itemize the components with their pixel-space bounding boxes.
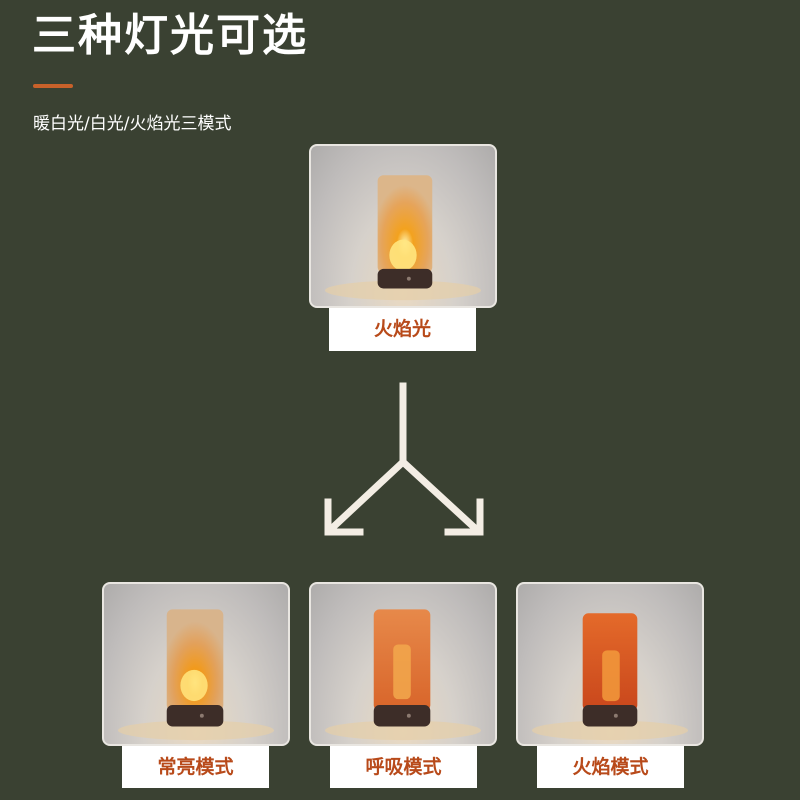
flame-mode-photo <box>516 582 704 746</box>
title-accent-bar <box>33 84 73 88</box>
arrow-stem-right <box>398 457 482 535</box>
flame-light-photo <box>309 144 497 308</box>
page-subtitle: 暖白光/白光/火焰光三模式 <box>33 114 232 134</box>
breathing-mode-label: 呼吸模式 <box>330 746 477 788</box>
flame-light-label: 火焰光 <box>329 308 476 351</box>
lamp-image-flame <box>324 175 482 301</box>
lamp-image-steady <box>117 609 275 741</box>
steady-mode-label: 常亮模式 <box>122 746 269 788</box>
lamp-image-breathing <box>324 609 482 741</box>
flame-mode-label: 火焰模式 <box>537 746 684 788</box>
left-arrow-head-icon <box>324 498 364 536</box>
page-title: 三种灯光可选 <box>32 10 308 61</box>
arrow-stem <box>325 382 407 535</box>
breathing-mode-photo <box>309 582 497 746</box>
right-arrow-head-icon <box>444 498 484 536</box>
lamp-image-flame-mode <box>531 613 689 741</box>
steady-mode-photo <box>102 582 290 746</box>
